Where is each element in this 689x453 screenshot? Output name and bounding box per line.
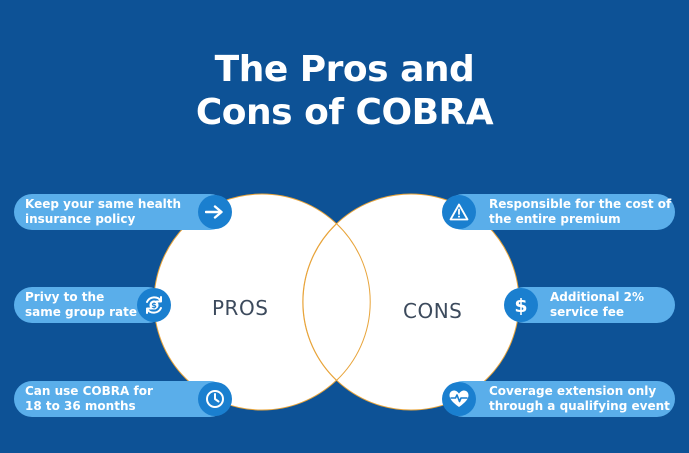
pro-item-same-policy: Keep your same health insurance policy: [14, 194, 228, 230]
arrow-right-icon: [198, 195, 232, 229]
cons-label: CONS: [403, 299, 463, 323]
dollar-refresh-icon: $: [137, 288, 171, 322]
pros-label: PROS: [212, 296, 269, 320]
con-item-full-premium: Responsible for the cost of the entire p…: [445, 194, 675, 230]
title-line-2: Cons of COBRA: [195, 92, 494, 133]
dollar-icon: $: [504, 288, 538, 322]
con-item-qualifying-event: Coverage extension only through a qualif…: [445, 381, 675, 417]
page-title: The Pros and Cons of COBRA: [0, 48, 689, 134]
svg-text:$: $: [514, 295, 527, 316]
heart-pulse-icon: [442, 382, 476, 416]
pro-item-duration: Can use COBRA for 18 to 36 months: [14, 381, 228, 417]
overlap-outline: [302, 222, 371, 382]
clock-icon: [198, 382, 232, 416]
svg-text:$: $: [151, 301, 157, 310]
title-line-1: The Pros and: [214, 49, 475, 90]
warning-icon: [442, 195, 476, 229]
